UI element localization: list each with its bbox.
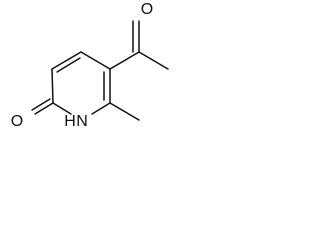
chemical-structure-canvas: O N H O: [0, 0, 186, 148]
carbonyl-oxygen-label: O: [11, 113, 23, 130]
ring-bond-c3-c4: [51, 51, 82, 70]
ring-bond-c3-c4-inner: [56, 57, 81, 73]
ring-nitrogen-hydrogen-label: H: [64, 113, 76, 130]
bond-group: [31, 20, 169, 121]
c2-oxygen-double-bond-b: [31, 98, 51, 111]
acetyl-bond: [109, 51, 140, 70]
ring-bond-n1-c2: [52, 102, 72, 115]
molecule-drawing: O N H O: [11, 1, 169, 130]
c2-oxygen-double-bond-a: [34, 102, 54, 115]
ring-nitrogen-label: N: [76, 113, 88, 130]
ring-bond-c6-n1: [91, 102, 111, 115]
ring-bond-c4-c5: [80, 51, 111, 70]
acetyl-oxygen-label: O: [141, 1, 153, 18]
ring-bond-c2-c3: [51, 68, 54, 104]
acetyl-methyl-bond: [138, 51, 169, 70]
methyl-bond: [109, 102, 140, 121]
